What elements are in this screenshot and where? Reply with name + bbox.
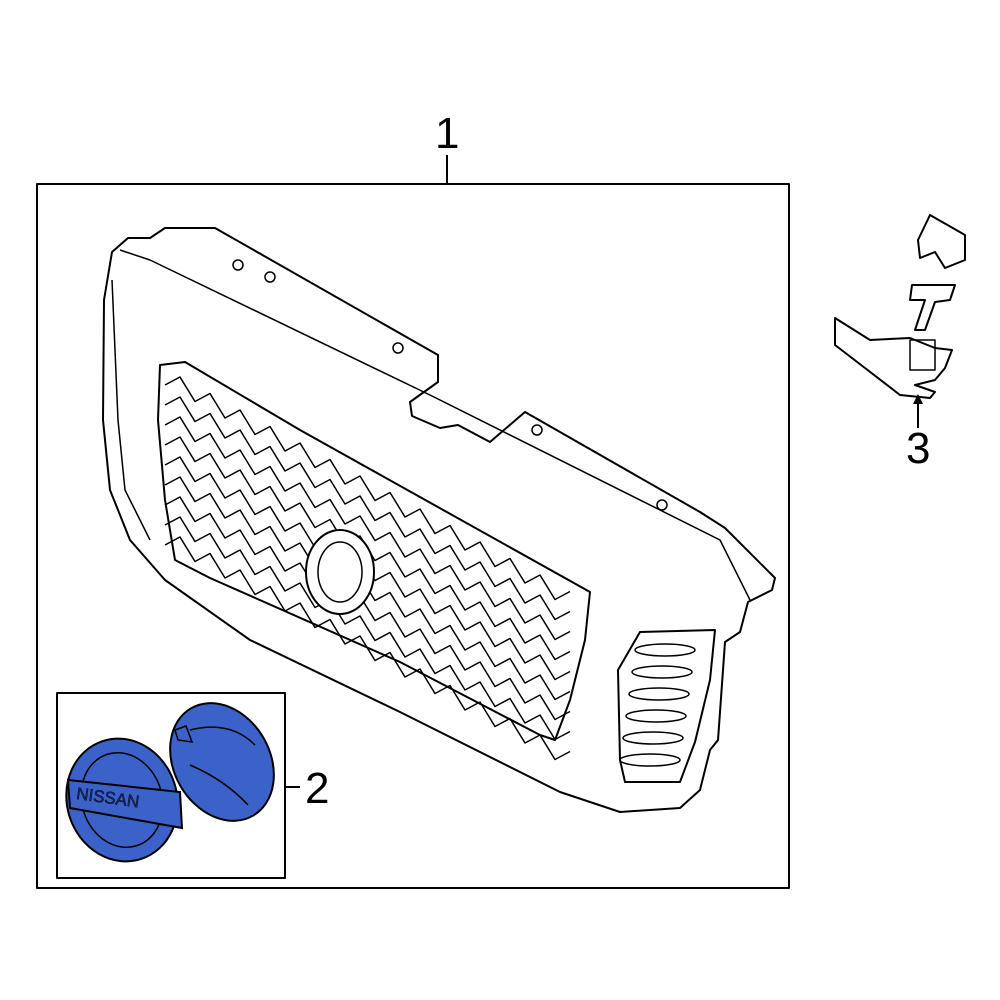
mount-hole: [232, 259, 244, 271]
vent-slot: [619, 753, 681, 767]
vent-slot: [631, 665, 693, 679]
mesh-line: [164, 416, 571, 641]
vent-slot: [628, 687, 690, 701]
mesh-line: [164, 496, 571, 721]
mesh-line: [164, 516, 571, 741]
emblem-mount-inner: [317, 541, 363, 603]
mesh-line: [164, 376, 571, 601]
callout-1[interactable]: 1: [435, 109, 459, 158]
vent-slot: [625, 709, 687, 723]
callout-2[interactable]: 2: [305, 764, 329, 813]
bracket[interactable]: [834, 214, 966, 399]
mesh-line: [164, 536, 571, 761]
mount-hole: [531, 424, 543, 436]
mesh-line: [164, 396, 571, 621]
callout-3[interactable]: 3: [906, 424, 930, 473]
emblem-mount: [305, 529, 375, 615]
mount-hole: [264, 271, 276, 283]
callout-3-arrow-icon: [913, 394, 923, 404]
vent-slot: [622, 731, 684, 745]
side-vent-slots: [619, 643, 696, 767]
vent-slot: [634, 643, 696, 657]
emblem-back[interactable]: [149, 684, 294, 839]
mount-hole: [392, 342, 404, 354]
grille[interactable]: [102, 227, 776, 813]
grille-assembly-frame: [36, 183, 790, 889]
emblem-subframe: [56, 692, 286, 879]
emblem-front[interactable]: NISSAN: [51, 724, 194, 876]
mount-hole: [656, 499, 668, 511]
